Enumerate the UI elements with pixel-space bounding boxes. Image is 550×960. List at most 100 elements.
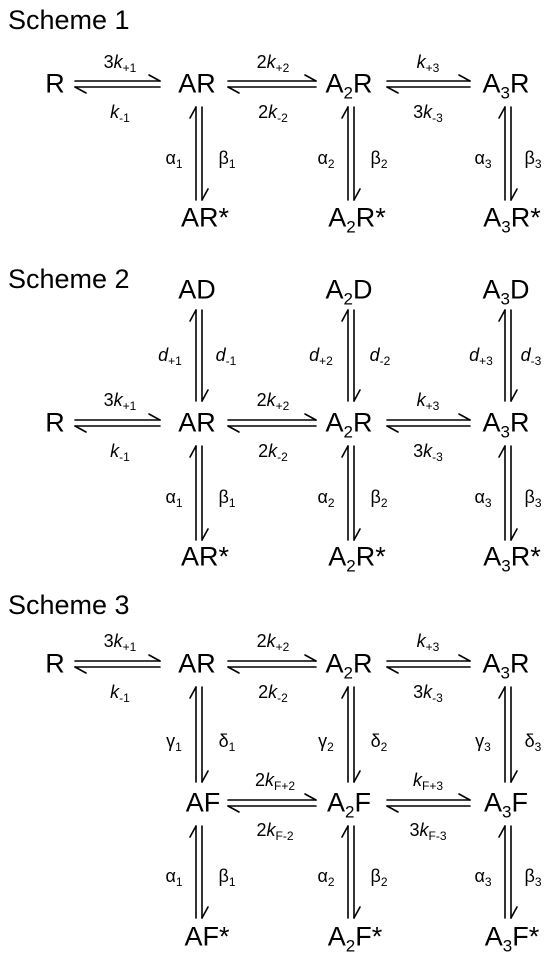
rate-alpha1: α1 — [165, 866, 183, 889]
vertical-equilibrium-arrow — [341, 106, 361, 201]
species-a2r-star: A2R* — [328, 202, 386, 237]
species-a2f-star: A2F* — [327, 921, 383, 956]
rate-alpha2: α2 — [317, 866, 335, 889]
species-a3r-star: A3R* — [483, 541, 541, 576]
scheme-2-title: Scheme 2 — [8, 264, 130, 294]
species-a3r: A3R — [482, 68, 530, 103]
horizontal-equilibrium-arrow — [386, 654, 471, 674]
rate-3k-plus1: 3k+1 — [103, 52, 137, 75]
vertical-equilibrium-arrow — [189, 445, 209, 541]
species-af: AF — [185, 787, 221, 818]
rate-2k-plus2: 2k+2 — [256, 390, 290, 413]
horizontal-equilibrium-arrow — [227, 74, 317, 94]
rate-2k-minus2: 2k-2 — [258, 102, 288, 125]
rate-d-plus1: d+1 — [158, 345, 182, 368]
vertical-equilibrium-arrow — [189, 309, 209, 402]
species-ar: AR — [178, 68, 216, 99]
rate-2k-plus2: 2k+2 — [256, 631, 290, 654]
vertical-equilibrium-arrow — [189, 825, 209, 919]
horizontal-equilibrium-arrow — [227, 413, 317, 433]
rate-2k-plus2: 2k+2 — [256, 52, 290, 75]
rate-d-plus2: d+2 — [309, 345, 333, 368]
rate-2k-minus2: 2k-2 — [258, 682, 288, 705]
vertical-equilibrium-arrow — [498, 825, 518, 919]
rate-alpha1: α1 — [165, 487, 183, 510]
species-ar: AR — [178, 648, 216, 679]
species-a3r: A3R — [482, 648, 530, 683]
rate-k-plus3: k+3 — [416, 390, 440, 413]
rate-gamma2: γ2 — [318, 731, 334, 754]
rate-2k-minus2: 2k-2 — [258, 441, 288, 464]
species-af-star: AF* — [184, 921, 230, 952]
rate-delta2: δ2 — [370, 731, 388, 754]
species-ar: AR — [178, 407, 216, 438]
horizontal-equilibrium-arrow — [227, 793, 317, 813]
vertical-equilibrium-arrow — [341, 445, 361, 541]
horizontal-equilibrium-arrow — [386, 74, 471, 94]
rate-3k-minus3: 3k-3 — [413, 102, 443, 125]
species-a3f: A3F — [484, 787, 528, 822]
rate-k-minus1: k-1 — [110, 682, 130, 705]
rate-k-minus1: k-1 — [110, 441, 130, 464]
rate-alpha3: α3 — [474, 148, 492, 171]
species-a3r: A3R — [482, 407, 530, 442]
rate-alpha2: α2 — [317, 148, 335, 171]
rate-3k-minus3: 3k-3 — [413, 441, 443, 464]
species-a2r: A2R — [325, 648, 373, 683]
scheme-3-title: Scheme 3 — [8, 590, 130, 620]
horizontal-equilibrium-arrow — [74, 74, 161, 94]
species-ar-star: AR* — [180, 541, 230, 572]
rate-k-minus1: k-1 — [110, 102, 130, 125]
species-ar-star: AR* — [180, 202, 230, 233]
rate-beta3: β3 — [524, 148, 542, 171]
rate-d-minus2: d-2 — [369, 345, 391, 368]
vertical-equilibrium-arrow — [498, 445, 518, 541]
vertical-equilibrium-arrow — [498, 106, 518, 201]
rate-alpha1: α1 — [165, 148, 183, 171]
rate-2kf-minus2: 2kF-2 — [256, 820, 294, 843]
scheme-1-title: Scheme 1 — [8, 5, 130, 35]
horizontal-equilibrium-arrow — [227, 654, 317, 674]
rate-delta3: δ3 — [524, 731, 542, 754]
species-a2r: A2R — [325, 407, 373, 442]
rate-beta2: β2 — [370, 866, 388, 889]
species-a3d: A3D — [482, 274, 530, 309]
rate-gamma3: γ3 — [475, 731, 491, 754]
vertical-equilibrium-arrow — [498, 686, 518, 783]
species-r: R — [45, 407, 65, 438]
rate-gamma1: γ1 — [166, 731, 182, 754]
species-a2r: A2R — [325, 68, 373, 103]
rate-3k-minus3: 3k-3 — [413, 682, 443, 705]
vertical-equilibrium-arrow — [341, 686, 361, 783]
species-r: R — [45, 68, 65, 99]
horizontal-equilibrium-arrow — [74, 413, 161, 433]
rate-k-plus3: k+3 — [416, 631, 440, 654]
rate-beta1: β1 — [218, 866, 236, 889]
species-a2f: A2F — [327, 787, 371, 822]
rate-d-plus3: d+3 — [469, 345, 493, 368]
species-r: R — [45, 648, 65, 679]
vertical-equilibrium-arrow — [498, 309, 518, 402]
rate-beta1: β1 — [218, 148, 236, 171]
rate-delta1: δ1 — [218, 731, 236, 754]
rate-d-minus1: d-1 — [215, 345, 237, 368]
rate-beta2: β2 — [370, 487, 388, 510]
vertical-equilibrium-arrow — [341, 309, 361, 402]
rate-beta2: β2 — [370, 148, 388, 171]
rate-3k-plus1: 3k+1 — [103, 631, 137, 654]
horizontal-equilibrium-arrow — [386, 793, 471, 813]
horizontal-equilibrium-arrow — [386, 413, 471, 433]
rate-beta3: β3 — [524, 487, 542, 510]
species-a2r-star: A2R* — [328, 541, 386, 576]
rate-d-minus3: d-3 — [520, 345, 542, 368]
vertical-equilibrium-arrow — [341, 825, 361, 919]
vertical-equilibrium-arrow — [189, 106, 209, 201]
rate-2kf-plus2: 2kF+2 — [254, 770, 296, 793]
rate-3k-plus1: 3k+1 — [103, 390, 137, 413]
species-a2d: A2D — [325, 274, 373, 309]
rate-beta3: β3 — [524, 866, 542, 889]
species-ad: AD — [178, 274, 216, 305]
species-a3r-star: A3R* — [483, 202, 541, 237]
rate-3kf-minus3: 3kF-3 — [409, 820, 447, 843]
